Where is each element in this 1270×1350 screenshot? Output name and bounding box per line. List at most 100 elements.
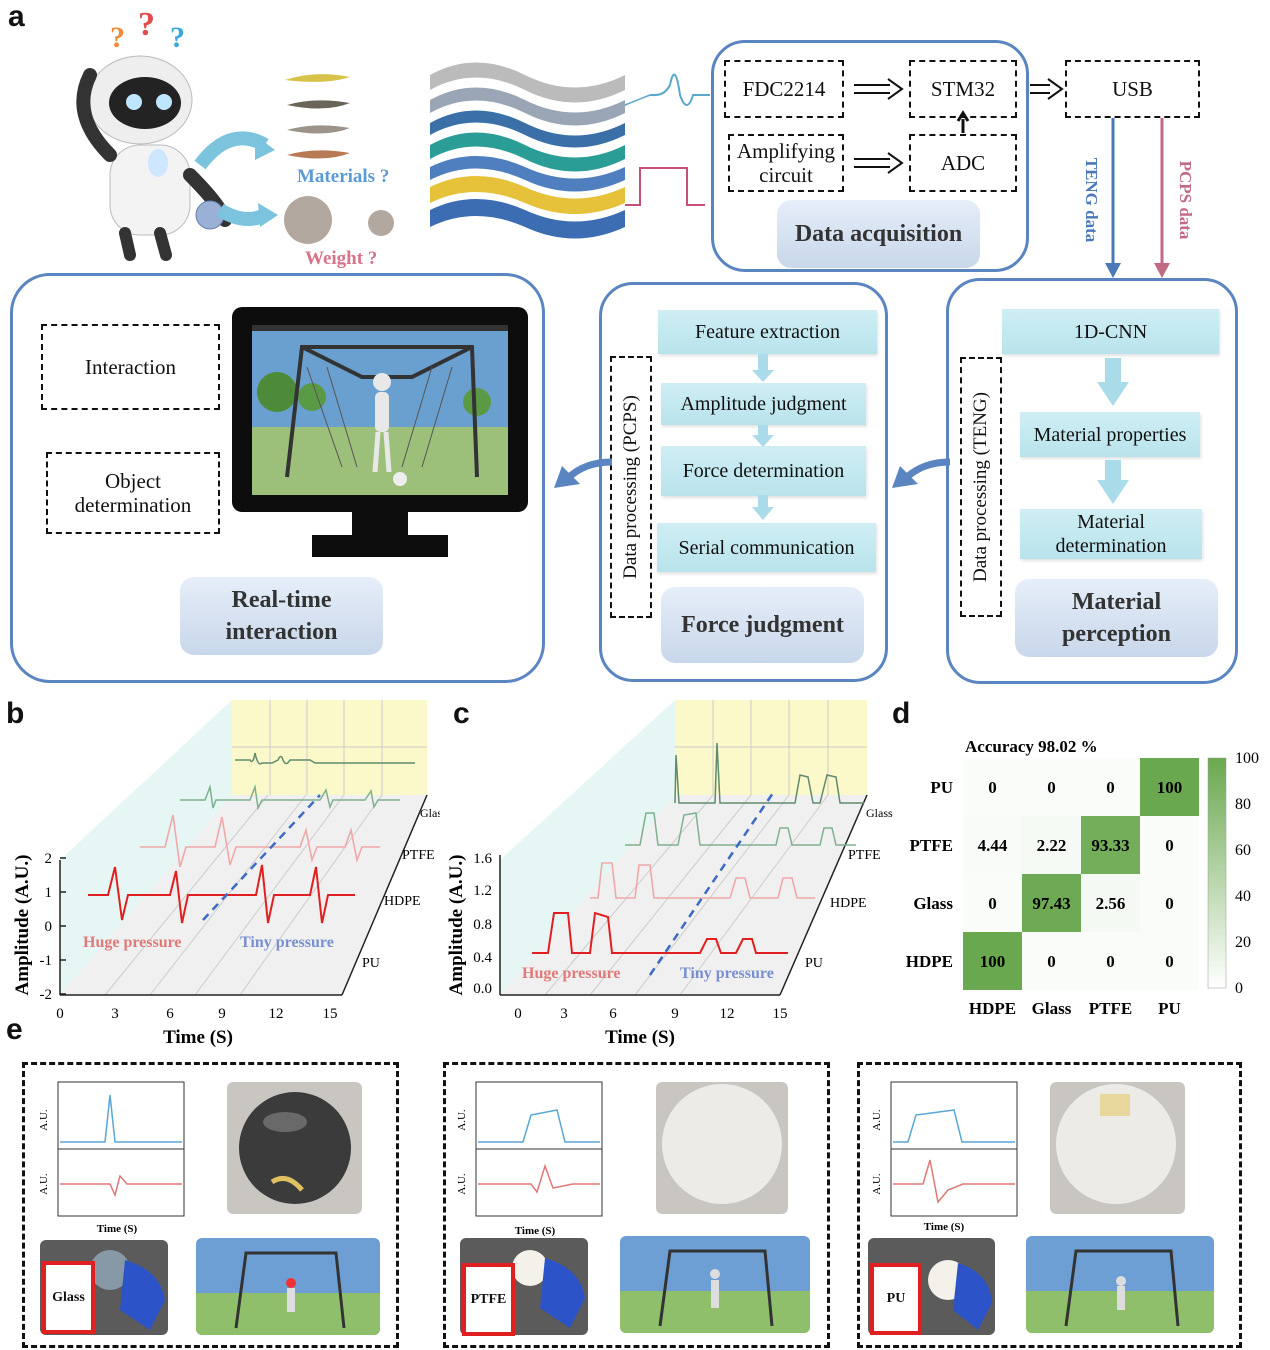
- matrix-cell-value: 0: [1106, 778, 1115, 797]
- chart-b-hdpe-trace: [140, 814, 380, 868]
- chart-b-glass-trace: [235, 752, 415, 765]
- matrix-cell-value: 0: [988, 894, 997, 913]
- adc-box: ADC: [909, 134, 1017, 192]
- matrix-column-label: PTFE: [1089, 999, 1132, 1018]
- matrix-cell: [963, 758, 1022, 816]
- matrix-cell: [1081, 874, 1140, 932]
- glass-ylabel: A.U.: [38, 1173, 50, 1195]
- arrow-down-icon: [1097, 460, 1129, 504]
- glass-ball-photo: [227, 1082, 362, 1214]
- chart-c: 1.6 1.2 0.8 0.4 0.0 0 3 6 9 12 15 Time (…: [446, 700, 893, 1048]
- chart-c-xtick: 6: [609, 1006, 617, 1022]
- matrix-cell: [1140, 758, 1199, 816]
- chart-c-series-label: HDPE: [830, 896, 867, 911]
- amplifying-circuit-box: Amplifying circuit: [728, 134, 844, 192]
- colorbar-tick: 20: [1235, 934, 1251, 951]
- chart-c-series-label: PU: [805, 956, 823, 971]
- pu-ylabel: A.U.: [871, 1173, 883, 1195]
- colorbar-tick: 40: [1235, 888, 1251, 905]
- interaction-box: Interaction: [41, 324, 220, 410]
- arrow-right-icon: [854, 78, 904, 100]
- matrix-cell: [1081, 816, 1140, 874]
- matrix-cell-value: 100: [1157, 778, 1183, 797]
- chart-b-xtick: 6: [166, 1006, 174, 1022]
- matrix-column-label: Glass: [1032, 999, 1072, 1018]
- sensor-stack-illustration: [430, 62, 710, 239]
- ptfe-tag: PTFE: [462, 1263, 515, 1336]
- chart-b-pu-trace: [88, 864, 355, 924]
- chart-b-ylabel: Amplitude (A.U.): [12, 855, 33, 996]
- pu-xlabel: Time (S): [924, 1221, 965, 1233]
- chart-c-glass-trace: [674, 742, 864, 804]
- ptfe-ylabel: A.U.: [456, 1109, 468, 1131]
- ptfe-scene-photo: [620, 1236, 810, 1333]
- arrow-left-icon: [554, 466, 580, 488]
- matrix-row-label: HDPE: [906, 952, 953, 971]
- ptfe-ball-photo: [656, 1082, 788, 1214]
- material-determination-step: Material determination: [1020, 509, 1202, 559]
- usb-box: USB: [1065, 60, 1200, 118]
- chart-c-ytick: 0.8: [473, 917, 492, 933]
- matrix-cell: [1022, 932, 1081, 990]
- chart-b-xtick: 9: [218, 1006, 226, 1022]
- chart-b-divider: [202, 794, 321, 921]
- matrix-cell: [1140, 932, 1199, 990]
- pu-ylabel: A.U.: [871, 1109, 883, 1131]
- chart-c-xtick: 3: [560, 1006, 568, 1022]
- ptfe-xlabel: Time (S): [515, 1225, 556, 1237]
- force-flow-arrows: [752, 354, 774, 520]
- glass-ylabel: A.U.: [38, 1109, 50, 1131]
- matrix-cell: [1140, 816, 1199, 874]
- arrow-left-icon: [892, 466, 918, 488]
- matrix-row-label: PU: [930, 778, 953, 797]
- chart-b-ytick: -2: [40, 987, 53, 1003]
- acquisition-arrows: [854, 78, 1064, 174]
- material-flow-arrows: [1097, 358, 1129, 504]
- panel-label-d: d: [892, 697, 911, 730]
- monitor-illustration: [232, 307, 528, 557]
- matrix-cell: [1081, 932, 1140, 990]
- materials-question-label: Materials ?: [297, 166, 390, 187]
- ptfe-demo-box: [443, 1062, 830, 1348]
- chart-c-series-label: Glass: [866, 806, 893, 820]
- chart-c-ytick: 1.2: [473, 883, 492, 899]
- glass-demo-box: [22, 1062, 399, 1348]
- matrix-cell-value: 2.22: [1037, 836, 1067, 855]
- matrix-cell: [963, 816, 1022, 874]
- arrow-down-icon: [752, 495, 774, 520]
- teng-processing-label: Data processing (TENG): [970, 392, 991, 582]
- matrix-column-label: HDPE: [969, 999, 1016, 1018]
- chart-b-ytick: 1: [45, 885, 53, 901]
- chart-c-xtick: 9: [671, 1006, 679, 1022]
- material-properties-step: Material properties: [1020, 412, 1200, 457]
- amplitude-judgment-step: Amplitude judgment: [661, 383, 866, 425]
- teng-data-label: TENG data: [1082, 157, 1101, 243]
- matrix-column-label: PU: [1158, 999, 1181, 1018]
- chart-b-ytick: 2: [45, 851, 53, 867]
- chart-c-xtick: 15: [773, 1006, 788, 1022]
- matrix-row-label: PTFE: [910, 836, 953, 855]
- chart-c-ytick: 0.4: [473, 950, 492, 966]
- panel-label-c: c: [453, 697, 470, 730]
- pu-tag: PU: [870, 1263, 922, 1335]
- panel-label-a: a: [8, 0, 25, 33]
- matrix-cell: [1081, 758, 1140, 816]
- matrix-cell-value: 0: [1165, 952, 1174, 971]
- chart-b-series-label: PU: [362, 956, 380, 971]
- chart-c-divider: [648, 789, 777, 976]
- stm32-box: STM32: [909, 60, 1017, 118]
- chart-c-xlabel: Time (S): [605, 1027, 675, 1048]
- matrix-cell-value: 0: [1106, 952, 1115, 971]
- matrix-cell: [963, 932, 1022, 990]
- colorbar-tick: 60: [1235, 842, 1251, 859]
- arrow-down-icon: [752, 354, 774, 382]
- matrix-cell-value: 93.33: [1091, 836, 1129, 855]
- matrix-cell-value: 0: [1165, 894, 1174, 913]
- chart-b-xtick: 3: [111, 1006, 119, 1022]
- teng-pcps-arrows: [1105, 118, 1170, 278]
- chart-b-xlabel: Time (S): [163, 1027, 233, 1048]
- glass-tag: Glass: [42, 1261, 95, 1334]
- chart-b-series-label: HDPE: [384, 894, 421, 909]
- chart-b-xtick: 12: [269, 1006, 284, 1022]
- chart-c-series-label: PTFE: [848, 848, 881, 863]
